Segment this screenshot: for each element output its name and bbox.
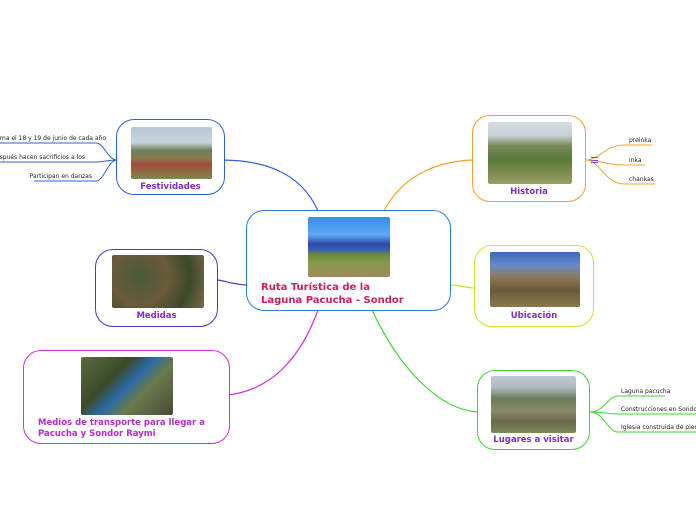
central-title: Ruta Turística de la Laguna Pacucha - So… — [261, 282, 404, 306]
link-ubicacion — [449, 284, 475, 289]
link-festividades — [219, 159, 319, 212]
ubicacion-label: Ubicación — [510, 311, 558, 321]
leaf-festividades-0[interactable]: mama el 18 y 19 de junio de cada año — [0, 135, 106, 142]
link-medidas — [215, 279, 249, 286]
leaf-historia-0[interactable]: preinka — [629, 137, 652, 144]
link-lugares — [371, 309, 479, 413]
leaf-historia-2[interactable]: chankas — [629, 176, 654, 183]
medios-label: Medios de transporte para llegar a Pacuc… — [38, 418, 205, 439]
topic-ubicacion[interactable]: Ubicación — [474, 245, 594, 327]
historia-label: Historia — [510, 187, 548, 197]
leaf-historia-1[interactable]: inka — [629, 157, 642, 164]
link-historia — [383, 159, 473, 212]
link-medios — [227, 309, 319, 396]
lugares-label: Lugares a visitar — [493, 435, 574, 445]
lugares-photo — [491, 376, 576, 433]
topic-medidas[interactable]: Medidas — [95, 249, 218, 327]
festividades-label: Festividades — [140, 182, 201, 192]
leaf-lugares-2[interactable]: Iglesia construida de piedra — [621, 424, 696, 431]
leaf-lugares-0[interactable]: Laguna pacucha — [621, 388, 671, 395]
topic-medios-transporte[interactable]: Medios de transporte para llegar a Pacuc… — [23, 350, 230, 444]
leaf-festividades-2[interactable]: Participan en danzas — [29, 173, 92, 180]
medidas-label: Medidas — [136, 311, 177, 321]
transporte-map — [81, 357, 173, 415]
central-topic[interactable]: Ruta Turística de la Laguna Pacucha - So… — [246, 210, 451, 311]
medidas-map — [112, 255, 204, 308]
ubicacion-photo — [490, 252, 580, 307]
festividades-photo — [131, 127, 212, 179]
laguna-photo — [308, 217, 390, 277]
leaf-festividades-1[interactable]: después hacen sacrificios a los — [0, 154, 85, 161]
notes-icon[interactable] — [591, 157, 598, 163]
topic-historia[interactable]: Historia — [472, 115, 586, 202]
topic-lugares-visitar[interactable]: Lugares a visitar — [477, 370, 590, 450]
historia-photo — [488, 122, 572, 184]
leaf-lugares-1[interactable]: Construcciones en Sondor R — [621, 406, 696, 413]
topic-festividades[interactable]: Festividades — [116, 119, 225, 195]
